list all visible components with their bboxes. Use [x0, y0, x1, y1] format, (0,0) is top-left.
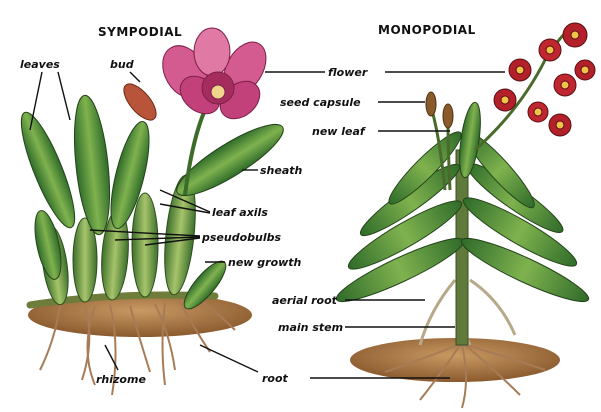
sympodial-title: SYMPODIAL: [98, 25, 182, 39]
monopodial-title: MONOPODIAL: [378, 23, 476, 37]
monopodial-flowers: [494, 23, 595, 136]
label-leaves: leaves: [20, 58, 60, 71]
label-leaf-axils: leaf axils: [212, 206, 268, 219]
label-seed-capsule: seed capsule: [280, 96, 361, 109]
label-sheath: sheath: [260, 164, 303, 177]
label-rhizome: rhizome: [96, 373, 146, 386]
label-aerial-root: aerial root: [272, 294, 338, 307]
sympodial-flower: [154, 28, 275, 126]
monopodial-soil: [350, 338, 560, 382]
label-main-stem: main stem: [278, 321, 343, 334]
bud-shape: [118, 79, 162, 126]
label-bud: bud: [110, 58, 134, 71]
label-root: root: [262, 372, 289, 385]
label-flower: flower: [328, 66, 368, 79]
label-new-leaf: new leaf: [312, 125, 366, 138]
label-pseudobulbs: pseudobulbs: [201, 231, 281, 244]
monopodial-plant: [331, 23, 595, 408]
label-new-growth: new growth: [228, 256, 302, 269]
